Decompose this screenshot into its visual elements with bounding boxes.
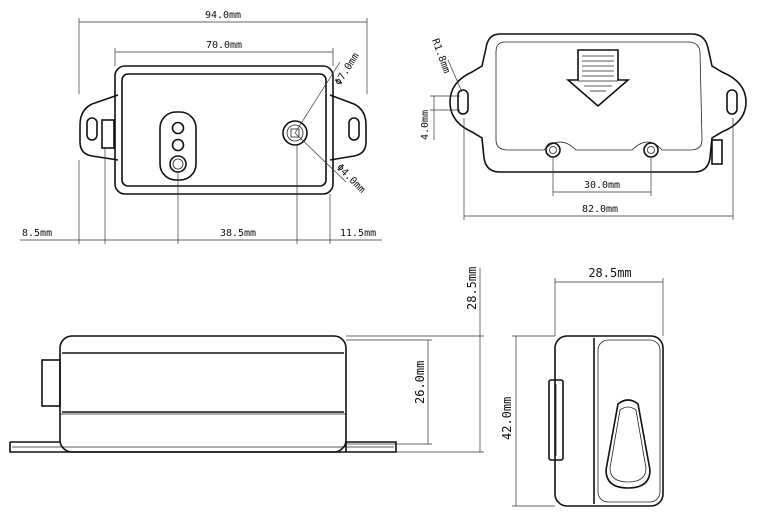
dim-42-0: 42.0mm xyxy=(500,397,514,440)
dim-26-0: 26.0mm xyxy=(413,361,427,404)
right-flange-slot xyxy=(348,117,360,141)
dim-30-0: 30.0mm xyxy=(584,180,620,191)
screw-fitting-hole xyxy=(290,128,300,138)
back-plate-outline xyxy=(449,33,747,173)
down-arrow xyxy=(565,49,631,108)
screw-hole-left-inner xyxy=(549,146,557,154)
front-connector xyxy=(41,359,61,407)
front-view: 28.5mm 26.0mm xyxy=(9,267,484,453)
left-flange-slot xyxy=(86,117,98,141)
dim-28-5-vert: 28.5mm xyxy=(465,267,479,310)
dim-94: 94.0mm xyxy=(205,10,241,21)
right-slot xyxy=(726,89,738,115)
enclosure-inner xyxy=(121,73,327,187)
side-body xyxy=(554,335,664,507)
dim-8-5: 8.5mm xyxy=(22,228,52,239)
top-view: 94.0mm 70.0mm Φ7.0mm Φ4.0mm 8.5mm 38.5mm… xyxy=(20,10,382,244)
dim-70: 70.0mm xyxy=(206,40,242,51)
right-flange xyxy=(329,94,367,161)
led-2 xyxy=(171,138,185,152)
screw-fitting xyxy=(282,120,308,146)
dim-phi7: Φ7.0mm xyxy=(333,51,361,87)
back-view: R1.8mm 4.0mm 30.0mm 82.0mm xyxy=(420,33,747,220)
screw-fitting-ring xyxy=(286,124,304,142)
side-connector xyxy=(548,379,564,461)
hanging-hole xyxy=(605,399,651,489)
dim-phi4: Φ4.0mm xyxy=(334,162,367,195)
side-view: 28.5mm 42.0mm xyxy=(500,266,664,507)
side-panel xyxy=(597,339,661,503)
back-plate-inner xyxy=(495,41,703,151)
left-flange xyxy=(79,94,119,161)
dim-38-5: 38.5mm xyxy=(220,228,256,239)
screw-hole-right xyxy=(643,142,659,158)
left-slot xyxy=(457,89,469,115)
screw-hole-left xyxy=(545,142,561,158)
enclosure-outer xyxy=(114,65,334,195)
connector-stub xyxy=(101,119,115,149)
dim-4-0: 4.0mm xyxy=(420,110,431,140)
dim-r1-8: R1.8mm xyxy=(429,37,452,75)
dim-28-5-horiz: 28.5mm xyxy=(588,266,631,280)
led-3-inner xyxy=(172,158,184,170)
led-1 xyxy=(171,121,185,135)
screw-hole-right-inner xyxy=(647,146,655,154)
led-3 xyxy=(169,155,187,173)
back-connector-stub xyxy=(711,139,723,165)
dim-82-0: 82.0mm xyxy=(582,204,618,215)
dim-11-5: 11.5mm xyxy=(340,228,376,239)
